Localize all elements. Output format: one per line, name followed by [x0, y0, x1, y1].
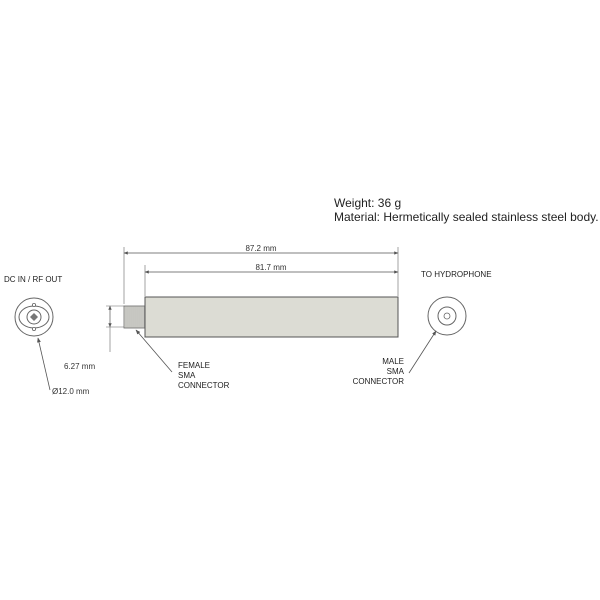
- weight-spec: Weight: 36 g: [334, 196, 402, 210]
- left-end-view: [14, 297, 54, 337]
- material-spec: Material: Hermetically sealed stainless …: [334, 210, 599, 224]
- main-body: [144, 296, 399, 338]
- female-label-line2: SMA: [178, 371, 196, 380]
- left-end-mount-hole-bottom: [32, 326, 37, 331]
- left-end-mount-hole-top: [32, 302, 37, 307]
- male-label-line1: MALE: [382, 357, 404, 366]
- female-label-line3: CONNECTOR: [178, 381, 230, 390]
- connector-diameter-label: 6.27 mm: [64, 362, 95, 371]
- body-diameter-label: Ø12.0 mm: [52, 387, 90, 396]
- overall-length-label: 87.2 mm: [245, 244, 276, 253]
- connector-threads: [125, 306, 145, 328]
- male-label-line3: CONNECTOR: [353, 377, 405, 386]
- right-end-pin: [443, 312, 451, 320]
- body-length-label: 81.7 mm: [255, 263, 286, 272]
- female-connector-leader: [135, 329, 173, 373]
- male-connector-leader: [408, 330, 437, 374]
- female-sma-connector: [123, 305, 146, 329]
- female-label-line1: FEMALE: [178, 361, 210, 370]
- right-end-label: TO HYDROPHONE: [421, 270, 492, 279]
- male-label-line2: SMA: [387, 367, 405, 376]
- left-end-label: DC IN / RF OUT: [4, 275, 62, 284]
- left-end-pin: [30, 313, 38, 321]
- right-end-view: [427, 296, 467, 336]
- diameter-leader: [37, 337, 51, 391]
